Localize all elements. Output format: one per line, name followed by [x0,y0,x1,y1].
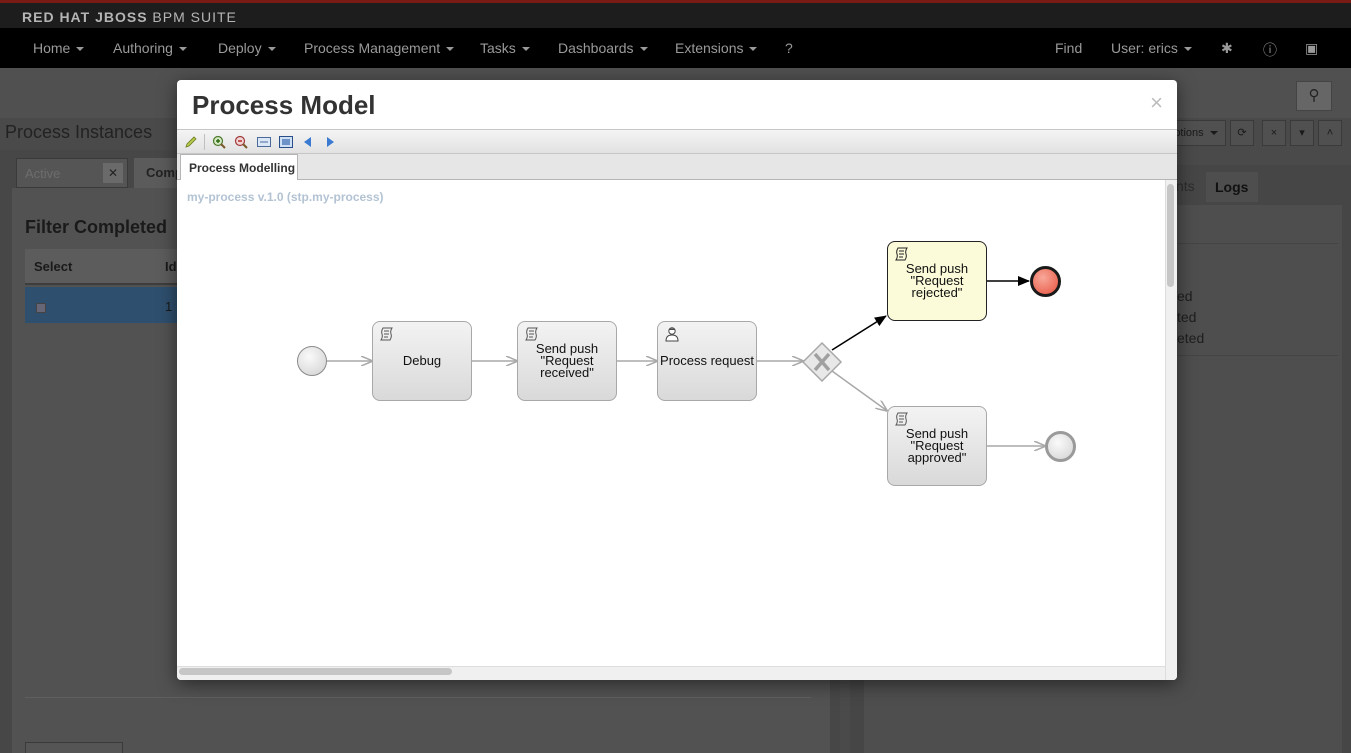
task-send-push-received[interactable]: Send push "Request received" [517,321,617,401]
nav-home[interactable]: Home [33,40,85,56]
task-label: Send push "Request received" [535,341,599,380]
divider [1178,355,1338,356]
nav-process-management[interactable]: Process Management [304,40,455,56]
zoom-out-icon[interactable] [233,134,249,150]
divider [1178,243,1338,244]
chevron-down-icon [76,47,85,52]
task-debug[interactable]: Debug [372,321,472,401]
help-icon[interactable]: ? [785,40,793,56]
tab-logs[interactable]: Logs [1206,172,1258,202]
chevron-down-icon [639,47,648,52]
pencil-icon[interactable] [183,134,199,150]
main-navbar: Home Authoring Deploy Process Management… [0,28,1351,68]
tab-process-modelling[interactable]: Process Modelling [180,154,298,180]
chevron-down-icon [446,47,455,52]
flow-gateway-rejected[interactable] [831,315,887,351]
column-header-id[interactable]: Id [165,259,177,274]
nav-extensions[interactable]: Extensions [675,40,758,56]
task-send-push-rejected[interactable]: Send push "Request rejected" [887,241,987,321]
row-id: 1 [165,299,173,314]
dropdown-button[interactable]: ▾ [1290,120,1314,146]
nav-dashboards[interactable]: Dashboards [558,40,648,56]
exclusive-gateway[interactable] [801,341,843,383]
designer-toolbar [177,129,1177,154]
search-icon: ⚲ [1308,87,1320,104]
chevron-down-icon [1183,47,1192,52]
brand-bar: RED HAT JBOSS BPM SUITE [0,0,1351,28]
collapse-button[interactable]: ˄ [1318,120,1342,146]
toolbar-separator [204,134,205,150]
log-line: ed [1177,288,1193,304]
script-icon [895,247,908,261]
brand-logo: RED HAT JBOSS BPM SUITE [22,9,237,25]
start-event[interactable] [297,346,327,376]
process-canvas[interactable]: my-process v.1.0 (stp.my-process) [177,180,1167,668]
tab-active[interactable]: Active ✕ [16,158,128,188]
chevron-down-icon [178,47,187,52]
script-icon [380,327,393,341]
designer-tab-strip [177,154,1177,180]
nav-deploy[interactable]: Deploy [218,40,276,56]
chevron-down-icon [749,47,758,52]
close-icon[interactable]: × [1150,90,1163,115]
script-icon [525,327,538,341]
task-label: Debug [402,353,442,368]
end-event-approved[interactable] [1045,431,1076,462]
tab-active-label: Active [25,166,61,181]
table-row[interactable]: 1 [25,287,185,323]
fit-page-icon[interactable] [278,134,294,150]
task-process-request[interactable]: Process request [657,321,757,401]
nav-find[interactable]: Find [1055,40,1083,56]
task-label: Process request [660,353,754,368]
close-icon[interactable]: ✕ [103,163,123,183]
chevron-down-icon [521,47,530,52]
zoom-in-icon[interactable] [211,134,227,150]
row-checkbox[interactable] [36,303,46,313]
gear-icon[interactable]: ✱ [1221,40,1233,56]
nav-user-menu[interactable]: User: erics [1111,40,1192,56]
camera-icon[interactable]: ▣ [1305,40,1319,56]
fit-width-icon[interactable] [256,134,272,150]
page-title: Process Instances [5,122,153,142]
bottom-button[interactable] [25,742,123,753]
log-line: eted [1177,330,1205,346]
vertical-scrollbar-thumb[interactable] [1167,184,1174,287]
task-label: Send push "Request rejected" [905,261,969,300]
task-send-push-approved[interactable]: Send push "Request approved" [887,406,987,486]
close-panel-button[interactable]: × [1262,120,1286,146]
column-header-select[interactable]: Select [34,259,73,274]
dialog-title: Process Model [192,90,376,120]
chevron-down-icon [1209,131,1218,136]
task-label: Send push "Request approved" [905,426,969,465]
search-button[interactable]: ⚲ [1296,81,1332,111]
script-icon [895,412,908,426]
canvas-title: my-process v.1.0 (stp.my-process) [187,190,384,204]
arrow-left-icon[interactable] [300,134,316,150]
chevron-down-icon [267,47,276,52]
end-event-rejected[interactable] [1030,266,1061,297]
tab-documents[interactable]: nts [1176,178,1195,194]
nav-authoring[interactable]: Authoring [113,40,187,56]
sequence-flows [327,276,1165,668]
refresh-button[interactable]: ⟳ [1230,120,1254,146]
flow-gateway-approved[interactable] [831,370,886,410]
nav-tasks[interactable]: Tasks [480,40,530,56]
arrow-right-icon[interactable] [322,134,338,150]
horizontal-scrollbar-thumb[interactable] [179,668,452,675]
process-model-dialog: Process Model × Pro [177,80,1177,680]
divider [25,697,811,698]
info-icon[interactable]: ⓘ [1263,42,1277,58]
table-header: Select Id [25,249,185,285]
user-icon [665,327,679,342]
filter-title: Filter Completed [25,217,168,237]
vertical-scrollbar[interactable] [1165,180,1177,680]
log-line: ted [1177,309,1197,325]
